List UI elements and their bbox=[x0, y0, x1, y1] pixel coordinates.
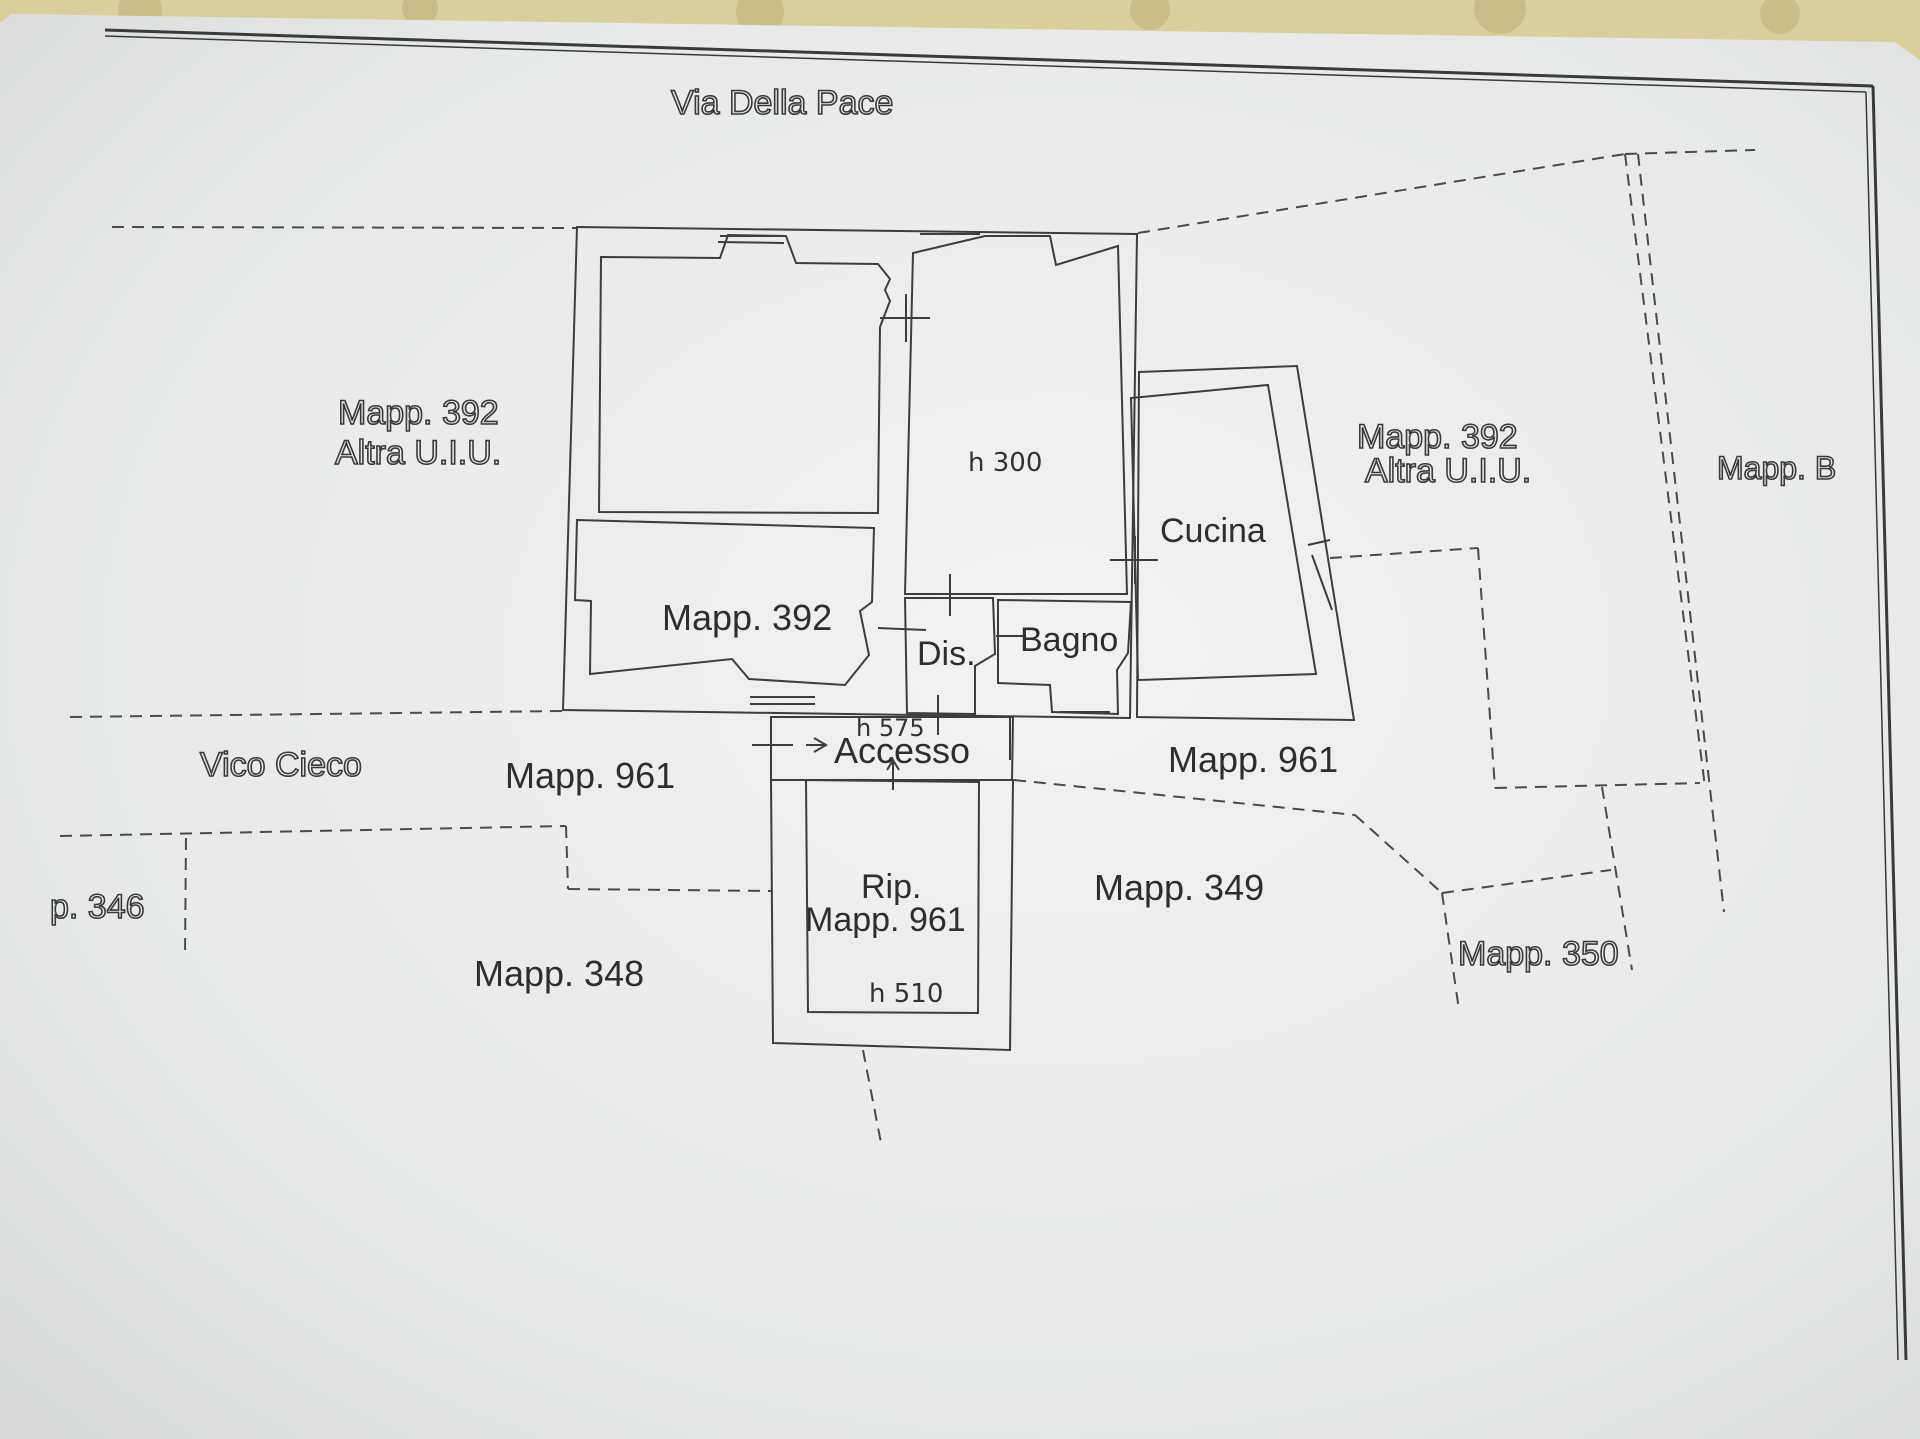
room-label-storage: Rip. bbox=[861, 868, 922, 906]
parcel-note-left: Altra U.I.U. bbox=[334, 434, 502, 472]
room-label-hall: Dis. bbox=[917, 635, 976, 673]
parcel-label-350: Mapp. 350 bbox=[1457, 935, 1619, 973]
parcel-label-far-right: Mapp. B bbox=[1716, 450, 1837, 486]
parcel-label-346: p. 346 bbox=[49, 888, 145, 926]
room-height-storage: h 510 bbox=[869, 979, 944, 1009]
room-label-entry: Accesso bbox=[834, 730, 971, 771]
room-label-main-parcel: Mapp. 392 bbox=[662, 597, 833, 638]
room-label-bathroom: Bagno bbox=[1020, 621, 1119, 659]
parcel-label-left: Mapp. 392 bbox=[337, 394, 499, 432]
parcel-label-349: Mapp. 349 bbox=[1094, 867, 1265, 908]
house-walls bbox=[561, 225, 1356, 1052]
room-label-storage-parcel: Mapp. 961 bbox=[805, 901, 966, 939]
street-label-left: Vico Cieco bbox=[199, 746, 363, 784]
room-label-kitchen: Cucina bbox=[1160, 512, 1266, 550]
parcel-boundaries bbox=[59, 149, 1756, 1149]
room-height-main: h 300 bbox=[968, 448, 1043, 478]
parcel-label-961-right: Mapp. 961 bbox=[1168, 739, 1339, 780]
paper-sheet bbox=[0, 14, 1920, 1439]
room-height-entry: h 575 bbox=[856, 714, 925, 742]
parcel-label-right: Mapp. 392 bbox=[1356, 418, 1518, 456]
parcel-note-right: Altra U.I.U. bbox=[1364, 452, 1532, 490]
parcel-label-348: Mapp. 348 bbox=[474, 953, 645, 994]
parcel-label-961-left: Mapp. 961 bbox=[505, 755, 676, 796]
street-label-top: Via Della Pace bbox=[670, 84, 894, 122]
drawing-frame bbox=[104, 28, 1908, 1361]
